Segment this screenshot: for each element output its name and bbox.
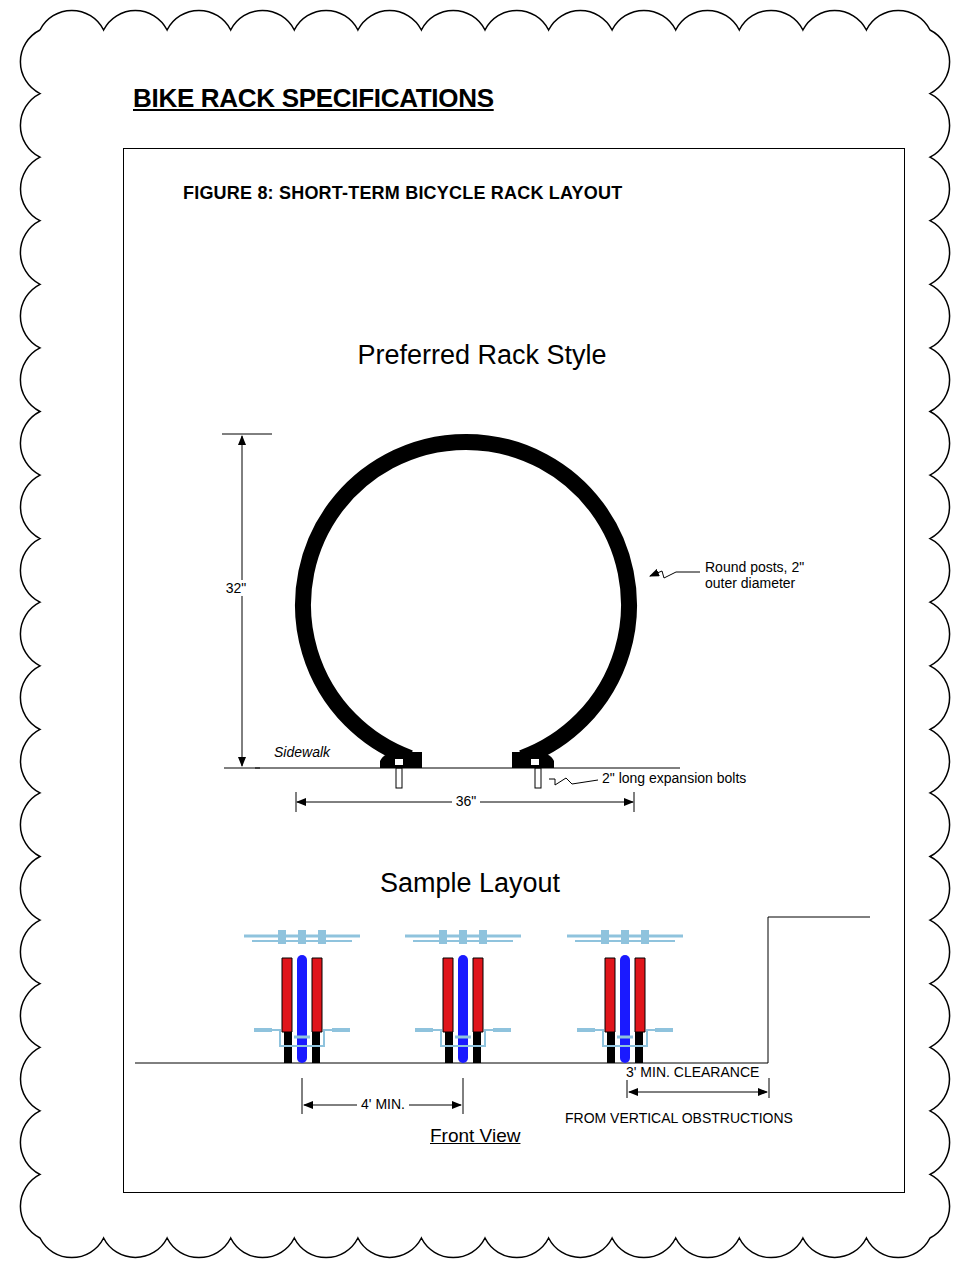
figure-heading: FIGURE 8: SHORT-TERM BICYCLE RACK LAYOUT [183,183,622,204]
dimension: 3' MIN. CLEARANCE [622,1064,763,1080]
dimension-note: FROM VERTICAL OBSTRUCTIONS [565,1110,793,1126]
surface-label: Sidewalk [274,744,330,760]
view-label: Front View [430,1125,520,1147]
figure-frame: FIGURE 8: SHORT-TERM BICYCLE RACK LAYOUT [123,148,905,1193]
section-heading: Preferred Rack Style [357,340,606,371]
dimension: 4' MIN. [357,1096,409,1112]
callout-note: Round posts, 2" outer diameter [705,559,835,591]
dimension: 32" [222,580,251,596]
page-title: BIKE RACK SPECIFICATIONS [133,84,494,114]
callout-note: 2" long expansion bolts [602,770,746,786]
section-heading: Sample Layout [380,868,560,899]
dimension: 36" [452,793,481,809]
